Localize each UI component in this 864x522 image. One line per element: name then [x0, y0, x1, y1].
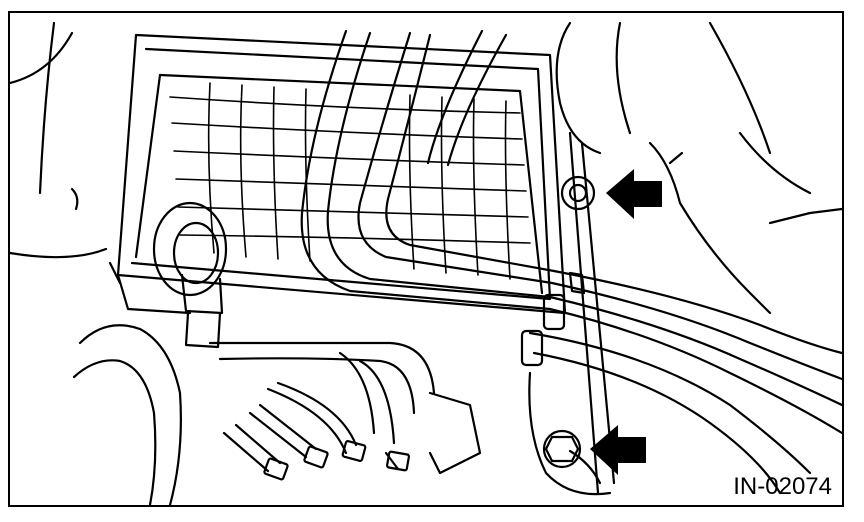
lower-bolt [542, 429, 582, 469]
duct-opening [152, 201, 228, 297]
figure-id-label: IN-02074 [733, 473, 832, 500]
filter-mesh [169, 82, 531, 280]
wiring-harness [208, 341, 482, 475]
connectors [222, 381, 411, 481]
case-clip [180, 273, 224, 349]
mounting-bracket [528, 131, 616, 496]
pipe-bundle [300, 29, 842, 495]
left-background-parts [10, 21, 108, 259]
right-background-parts [555, 21, 842, 315]
engine-bay-line-drawing [10, 21, 842, 505]
pipe-clamps [520, 293, 566, 367]
lower-hose [72, 324, 182, 505]
arrow-lower-bolt [590, 425, 646, 475]
upper-bolt [560, 175, 596, 211]
diagram-frame: IN-02074 [8, 11, 844, 507]
arrow-upper-bolt [606, 169, 662, 219]
